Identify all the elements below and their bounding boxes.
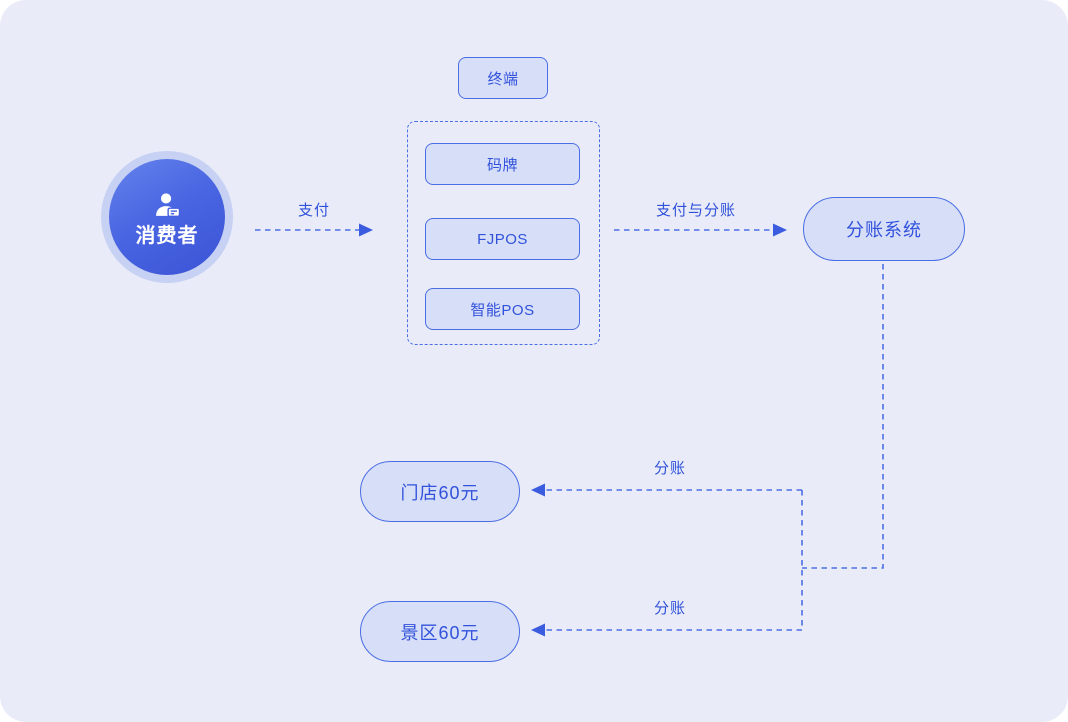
- node-terminal-item-fjpos: FJPOS: [425, 218, 580, 260]
- node-store: 门店60元: [360, 461, 520, 522]
- edge-split-store-label: 分账: [653, 460, 686, 477]
- node-consumer: 消费者: [109, 159, 225, 275]
- node-terminal-item-label: 智能POS: [470, 301, 535, 319]
- node-terminal-item-label: FJPOS: [477, 230, 528, 248]
- node-terminal-title: 终端: [458, 57, 548, 99]
- node-terminal-item-matai: 码牌: [425, 143, 580, 185]
- node-store-label: 门店60元: [400, 482, 480, 503]
- edge-pay-split-label: 支付与分账: [655, 202, 736, 219]
- edge-pay-label: 支付: [297, 202, 330, 219]
- edge-split-scenic-label: 分账: [653, 600, 686, 617]
- user-card-icon: [150, 189, 184, 223]
- node-split-system: 分账系统: [803, 197, 965, 261]
- node-scenic: 景区60元: [360, 601, 520, 662]
- node-terminal-item-smartpos: 智能POS: [425, 288, 580, 330]
- node-terminal-item-label: 码牌: [486, 156, 518, 174]
- node-terminal-title-label: 终端: [487, 70, 519, 88]
- terminal-group: [407, 121, 600, 345]
- node-split-system-label: 分账系统: [846, 220, 922, 240]
- node-consumer-label: 消费者: [135, 224, 199, 247]
- node-scenic-label: 景区60元: [400, 622, 480, 643]
